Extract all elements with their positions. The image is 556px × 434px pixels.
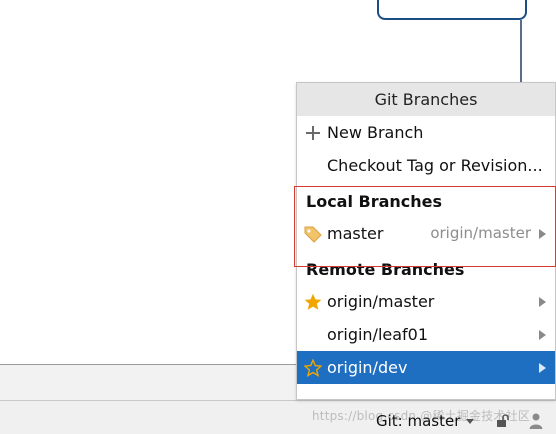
- menu-item-label: New Branch: [327, 123, 424, 142]
- star-outline-icon: [304, 359, 322, 377]
- star-filled-icon: [304, 293, 322, 310]
- branch-name: origin/dev: [327, 358, 408, 377]
- git-branch-label: Git: master: [376, 412, 461, 430]
- new-branch-item[interactable]: New Branch: [297, 116, 555, 149]
- remote-branch-origin-master[interactable]: origin/master: [297, 285, 555, 318]
- chevron-down-icon: [466, 418, 475, 424]
- branch-name: master: [327, 224, 384, 243]
- lock-icon[interactable]: [496, 414, 510, 428]
- remote-branch-origin-leaf01[interactable]: origin/leaf01: [297, 318, 555, 351]
- connector-line: [520, 20, 522, 82]
- section-title: Local Branches: [306, 192, 443, 211]
- popup-title: Git Branches: [297, 83, 555, 116]
- watermark-text: https://blog.csdn @稀土掘金技术社区: [312, 409, 531, 423]
- local-branches-header: Local Branches: [297, 182, 555, 217]
- tracking-branch: origin/master: [430, 224, 531, 242]
- submenu-arrow-icon: [539, 330, 546, 340]
- submenu-arrow-icon: [539, 229, 546, 239]
- branch-name: origin/master: [327, 292, 435, 311]
- panel-divider: [0, 364, 298, 365]
- section-title: Remote Branches: [306, 260, 465, 279]
- remote-branches-header: Remote Branches: [297, 250, 555, 285]
- plus-icon: [306, 126, 320, 140]
- menu-item-label: Checkout Tag or Revision...: [327, 156, 543, 175]
- top-widget-frame: [377, 0, 527, 20]
- tag-icon: [304, 226, 322, 243]
- submenu-arrow-icon: [539, 363, 546, 373]
- git-branch-widget[interactable]: Git: master: [376, 412, 475, 430]
- person-icon[interactable]: [528, 412, 544, 430]
- submenu-arrow-icon: [539, 297, 546, 307]
- git-branches-popup: Git Branches New Branch Checkout Tag or …: [296, 82, 556, 400]
- branch-name: origin/leaf01: [327, 325, 429, 344]
- remote-branch-origin-dev[interactable]: origin/dev: [297, 351, 555, 384]
- checkout-tag-item[interactable]: Checkout Tag or Revision...: [297, 149, 555, 182]
- local-branch-master[interactable]: master origin/master: [297, 217, 555, 250]
- lower-panel: [0, 365, 298, 401]
- status-bar: https://blog.csdn @稀土掘金技术社区 Git: master: [0, 400, 556, 434]
